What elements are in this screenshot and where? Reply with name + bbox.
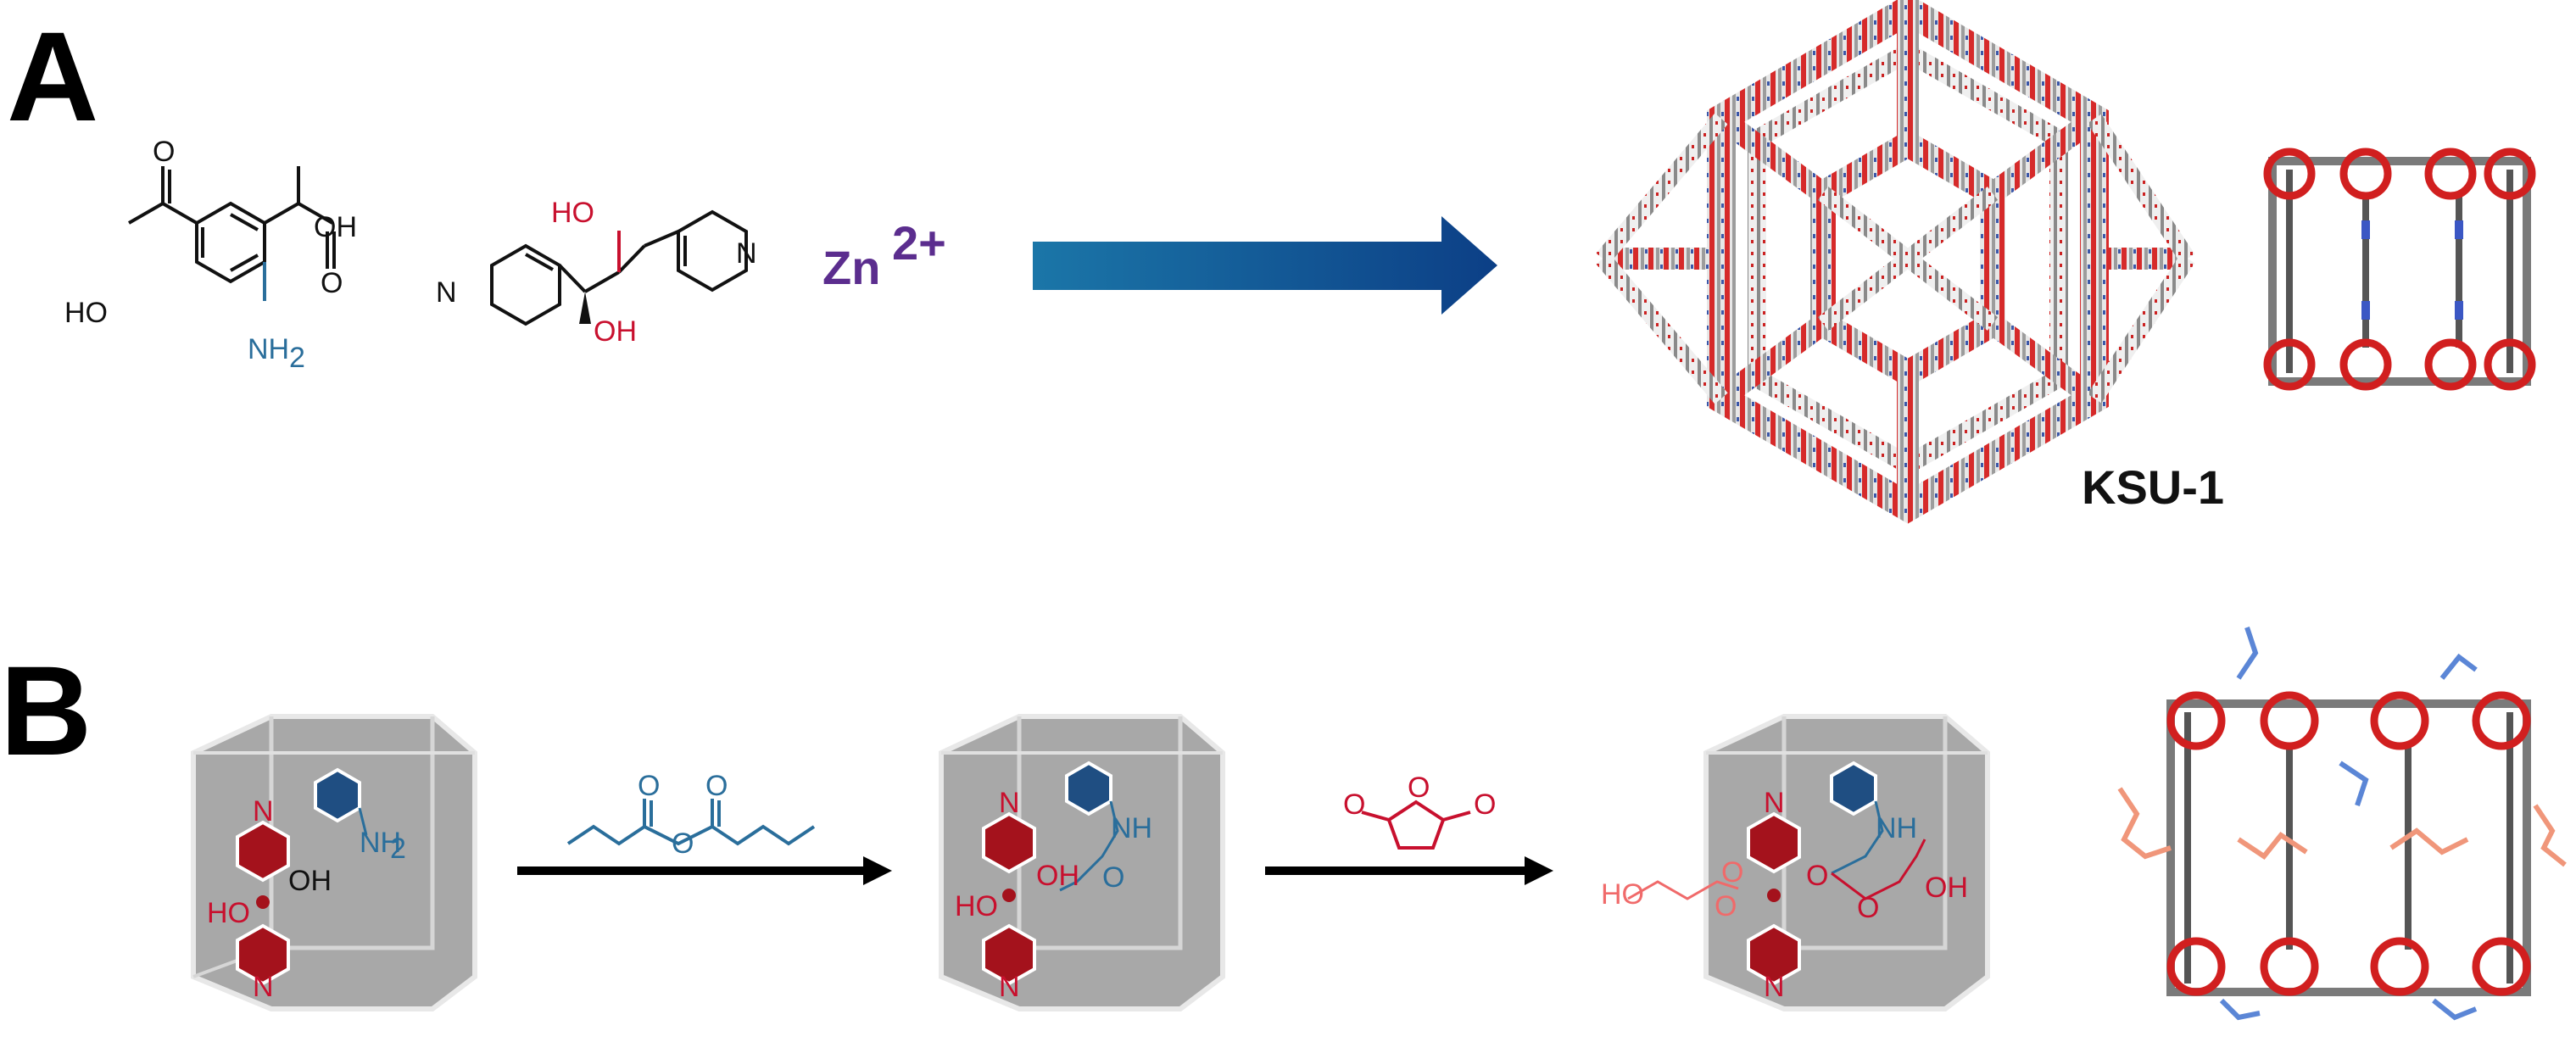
cage3-n-bottom: N bbox=[1764, 971, 1785, 1003]
ligand-dipyridyl-diol bbox=[490, 209, 748, 326]
cage1-n-top: N bbox=[253, 795, 274, 827]
cage3-o2: O bbox=[1857, 892, 1879, 924]
reagent2-o-right: O bbox=[1474, 788, 1496, 821]
ligand1-o-right: O bbox=[321, 267, 343, 299]
reagent1-o-mid: O bbox=[672, 827, 694, 860]
ligand1-nh2-sub: 2 bbox=[289, 342, 305, 374]
cage2-o: O bbox=[1102, 861, 1124, 894]
ksu1-cage-structure bbox=[2263, 148, 2536, 391]
ligand2-n-left: N bbox=[436, 276, 457, 309]
product-label-ksu1: KSU-1 bbox=[2082, 460, 2224, 514]
reagent1-o-right: O bbox=[705, 770, 728, 802]
ligand1-oh-top: OH bbox=[314, 211, 357, 243]
cage3-n-top: N bbox=[1764, 787, 1785, 819]
cage3-o-ext: O bbox=[1715, 890, 1737, 922]
ligand1-ho-left: HO bbox=[64, 297, 108, 329]
reaction-arrow-b2 bbox=[1265, 856, 1553, 885]
cage1-ho: HO bbox=[207, 897, 250, 929]
ligand2-wedge bbox=[579, 292, 591, 324]
zinc-symbol: Zn bbox=[822, 241, 880, 294]
cage3-nh: NH bbox=[1876, 812, 1917, 844]
cage-1 bbox=[191, 714, 477, 1011]
reagent2-o-left: O bbox=[1343, 788, 1365, 821]
cage3-oh: OH bbox=[1925, 872, 1968, 904]
cage3-o-link: O bbox=[1721, 856, 1743, 889]
panel-label-a: A bbox=[7, 5, 98, 148]
cage-3 bbox=[1703, 714, 1990, 1011]
butyric-anhydride bbox=[566, 799, 816, 846]
ligand-aminoterephthalic-acid bbox=[128, 166, 336, 301]
ligand2-n-right: N bbox=[736, 237, 757, 270]
succinate-external-chain bbox=[1627, 880, 1739, 900]
cage2-n-top: N bbox=[999, 787, 1020, 819]
reagent1-o-left: O bbox=[638, 770, 660, 802]
pyridine-bottom bbox=[236, 923, 290, 986]
cage1-nh2-sub: 2 bbox=[390, 833, 406, 865]
cage3-ho-ext: HO bbox=[1601, 878, 1644, 911]
ligand1-nh2: NH bbox=[248, 333, 289, 365]
ligand2-oh: OH bbox=[594, 315, 637, 348]
reagent2-o-ring: O bbox=[1408, 772, 1430, 804]
cage2-ho: HO bbox=[955, 890, 998, 922]
functionalized-cage-structure bbox=[2117, 627, 2567, 1021]
zinc-charge: 2+ bbox=[892, 216, 946, 270]
cage1-nh2: NH bbox=[360, 827, 401, 859]
amine-hexagon bbox=[314, 767, 361, 823]
cage2-oh: OH bbox=[1036, 860, 1079, 892]
cage3-o1: O bbox=[1806, 860, 1828, 892]
succinic-anhydride bbox=[1361, 800, 1471, 850]
cage1-n-bottom: N bbox=[253, 971, 274, 1003]
pyridine-top bbox=[236, 820, 290, 883]
ligand2-ho: HO bbox=[551, 197, 594, 229]
ksu1-framework-structure bbox=[1596, 0, 2195, 524]
panel-label-b: B bbox=[0, 639, 92, 782]
ligand1-o-left: O bbox=[153, 136, 175, 168]
cage2-n-bottom: N bbox=[999, 971, 1020, 1003]
reaction-arrow-a bbox=[1033, 216, 1497, 315]
cage1-oh: OH bbox=[288, 865, 332, 897]
reaction-arrow-b1 bbox=[517, 856, 892, 885]
cage-2 bbox=[939, 714, 1225, 1011]
cage2-nh: NH bbox=[1111, 812, 1152, 844]
